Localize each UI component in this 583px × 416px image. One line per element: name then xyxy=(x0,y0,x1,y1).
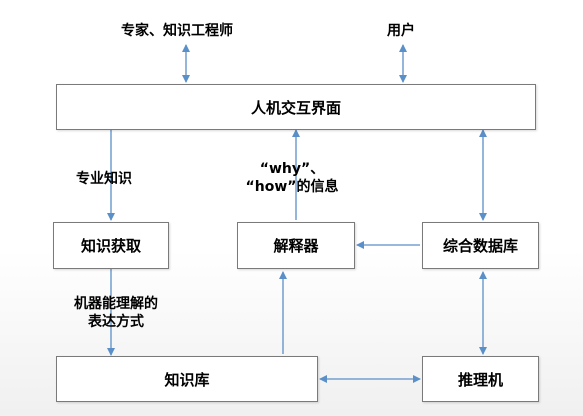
label-user: 用户 xyxy=(387,23,415,39)
node-database: 综合数据库 xyxy=(422,222,539,269)
label-machine-repr-line2: 表达方式 xyxy=(88,314,144,330)
node-explainer: 解释器 xyxy=(237,222,355,269)
node-knowledge-acquisition: 知识获取 xyxy=(53,222,169,269)
label-why-how-line2: “how”的信息 xyxy=(245,179,339,195)
label-expert-knowledge: 专业知识 xyxy=(76,171,132,187)
label-experts: 专家、知识工程师 xyxy=(121,23,233,39)
node-knowledge-base: 知识库 xyxy=(56,356,318,402)
node-inference-engine: 推理机 xyxy=(422,356,539,402)
label-why-how: “why”、 “how”的信息 xyxy=(232,160,352,196)
label-machine-repr: 机器能理解的 表达方式 xyxy=(46,295,186,331)
node-interface: 人机交互界面 xyxy=(56,84,536,130)
label-why-how-line1: “why”、 xyxy=(259,161,325,177)
label-machine-repr-line1: 机器能理解的 xyxy=(74,296,158,312)
